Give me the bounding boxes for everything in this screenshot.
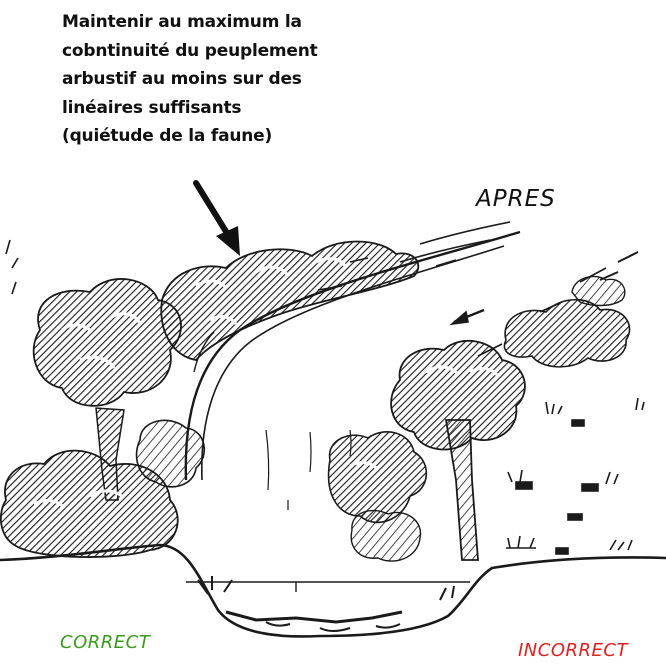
pointer-arrow bbox=[196, 183, 240, 256]
grass-tufts bbox=[506, 398, 644, 554]
right-tree bbox=[329, 341, 525, 561]
left-margin-sketch bbox=[6, 240, 18, 294]
annotation-line: arbustif au moins sur des bbox=[62, 65, 392, 94]
shrub-corridor bbox=[161, 242, 418, 361]
annotation-line: Maintenir au maximum la bbox=[62, 8, 392, 37]
river-bed bbox=[0, 545, 666, 636]
annotation-text: Maintenir au maximum la cobntinuité du p… bbox=[62, 8, 392, 151]
far-bank-shrubs bbox=[504, 276, 629, 366]
annotation-line: (quiétude de la faune) bbox=[62, 122, 392, 151]
correct-label: CORRECT bbox=[60, 632, 150, 653]
after-label: APRES bbox=[476, 186, 556, 212]
annotation-line: cobntinuité du peuplement bbox=[62, 37, 392, 66]
incorrect-label: INCORRECT bbox=[518, 640, 628, 661]
annotation-line: linéaires suffisants bbox=[62, 94, 392, 123]
